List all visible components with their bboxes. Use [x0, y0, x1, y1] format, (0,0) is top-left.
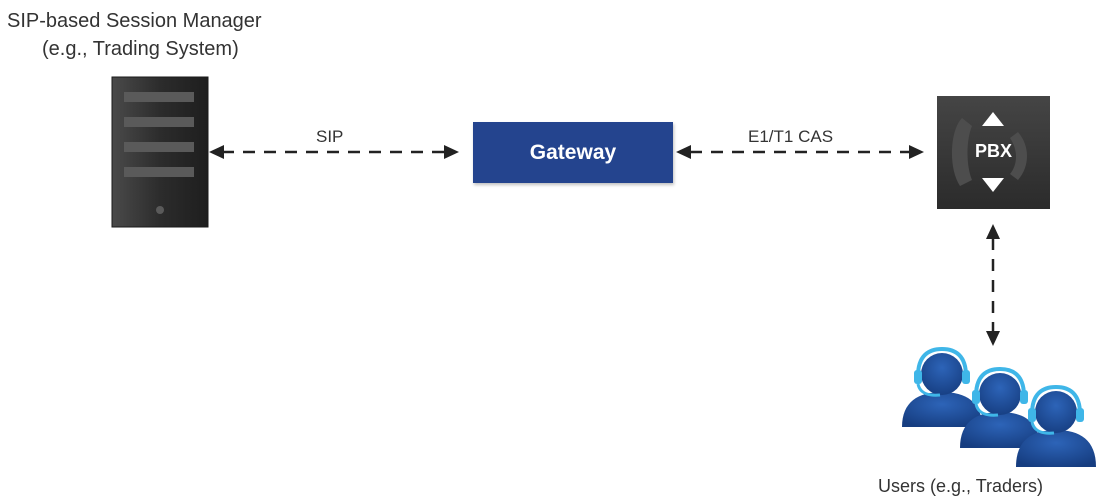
user-person-icon: [1016, 384, 1096, 467]
cas-label: E1/T1 CAS: [748, 127, 834, 146]
pbx-users-connection-arrow: [986, 224, 1000, 346]
gateway-label: Gateway: [529, 140, 617, 164]
session-manager-title: SIP-based Session Manager: [7, 10, 262, 32]
user-person-icon: [960, 366, 1040, 448]
sip-connection-arrow: [209, 145, 459, 159]
cas-connection-arrow: [676, 145, 924, 159]
gateway-box: Gateway: [473, 122, 673, 183]
pbx-icon: [937, 96, 1050, 209]
down-arrow-icon: [982, 178, 1004, 192]
users-icon: [902, 346, 1096, 467]
pbx-label: PBX: [974, 141, 1012, 161]
session-manager-subtitle: (e.g., Trading System): [42, 38, 239, 60]
users-label: Users (e.g., Traders): [878, 476, 1044, 496]
user-person-icon: [902, 346, 982, 427]
sip-label: SIP: [316, 127, 344, 146]
server-icon: [111, 76, 209, 228]
up-arrow-icon: [982, 112, 1004, 126]
